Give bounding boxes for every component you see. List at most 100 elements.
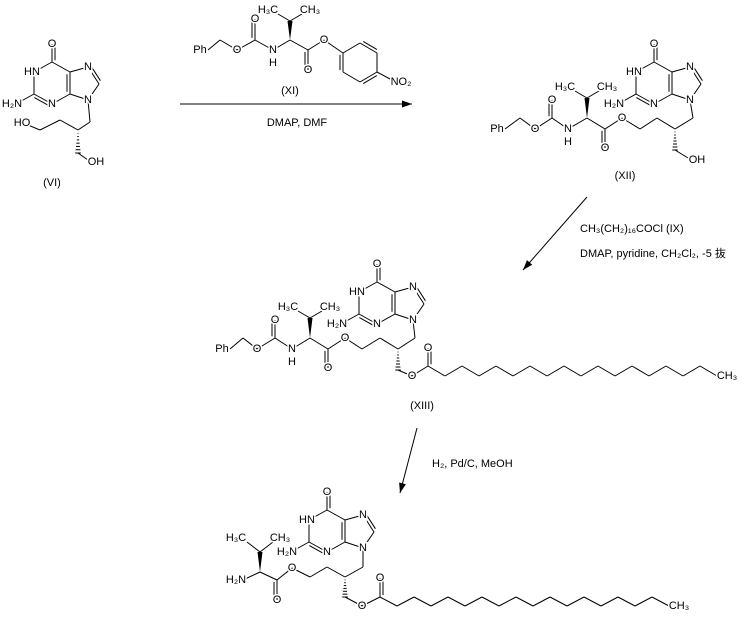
single-bond: [600, 596, 619, 607]
atom-label-o: O: [288, 562, 297, 574]
single-bond: [376, 313, 396, 325]
atom-label-o: O: [304, 64, 313, 76]
single-bond: [567, 117, 588, 130]
double-bond-line: [309, 545, 324, 555]
single-bond: [396, 596, 415, 607]
single-bond: [481, 596, 500, 607]
single-bond: [323, 39, 344, 54]
wedge-bond: [287, 21, 293, 40]
atom-label-n: N: [288, 343, 296, 355]
single-bond: [656, 117, 676, 130]
single-bond: [444, 365, 463, 377]
single-bond: [33, 93, 53, 105]
single-bond: [87, 66, 100, 85]
single-bond: [308, 541, 328, 553]
atom-label-h: H: [564, 136, 572, 148]
single-bond: [376, 71, 393, 81]
single-bond: [358, 313, 378, 325]
step3-conditions: H₂, Pd/C, MeOH: [432, 458, 513, 470]
single-bond: [242, 337, 258, 350]
single-bond: [478, 365, 497, 377]
single-bond: [551, 117, 569, 130]
single-bond: [532, 596, 551, 607]
single-bond: [671, 93, 691, 101]
atom-label-h3c: H₃C: [258, 4, 278, 16]
atom-label-o: O: [233, 44, 242, 56]
atom-label-n: N: [359, 542, 367, 554]
single-bond: [274, 337, 293, 350]
single-bond: [361, 337, 381, 350]
single-bond: [519, 117, 536, 130]
wedge-bond: [584, 98, 590, 118]
wedge-bond: [307, 318, 313, 338]
atom-label-ch3: CH₃: [300, 4, 320, 16]
atom-label-o: O: [271, 314, 280, 326]
single-bond: [651, 596, 670, 607]
compound-label-vi: (VI): [43, 177, 61, 189]
atom-label-h3c: H₃C: [555, 81, 575, 93]
single-bond: [326, 566, 346, 578]
single-bond: [326, 541, 346, 553]
atom-label-o: O: [531, 123, 540, 135]
single-bond: [617, 93, 637, 105]
single-bond: [504, 117, 521, 130]
wedge-bond: [257, 552, 263, 572]
atom-label-hn: HN: [299, 514, 315, 526]
atom-label-ch3: CH₃: [717, 370, 737, 382]
single-bond: [634, 596, 653, 607]
single-bond: [87, 83, 100, 101]
atom-label-o: O: [548, 94, 557, 106]
single-bond: [309, 337, 329, 350]
single-bond: [512, 365, 531, 377]
single-bond: [574, 90, 588, 99]
single-bond: [307, 39, 325, 51]
atom-label-n: N: [84, 94, 92, 106]
double-bond-line: [359, 317, 374, 327]
single-bond: [246, 541, 261, 553]
atom-label-n: N: [650, 98, 658, 110]
single-bond: [327, 337, 346, 350]
compound-label-xiii: (XIII): [410, 400, 434, 412]
single-bond: [207, 39, 221, 51]
atom-label-o: O: [48, 38, 57, 50]
single-bond: [447, 596, 466, 607]
atom-label-ch3: CH₃: [270, 532, 290, 544]
atom-label-ho: HO: [14, 117, 31, 129]
single-bond: [379, 596, 398, 607]
single-bond: [689, 83, 702, 101]
single-bond: [39, 119, 61, 131]
single-bond: [276, 567, 293, 581]
double-bond-line: [362, 40, 378, 50]
single-bond: [529, 365, 548, 377]
single-bond: [631, 365, 650, 377]
single-bond: [376, 281, 396, 293]
single-bond: [639, 117, 658, 130]
atom-label-h2n: H₂N: [226, 574, 246, 586]
single-bond: [344, 337, 363, 350]
single-bond: [464, 596, 483, 607]
atom-label-n: N: [48, 98, 56, 110]
single-bond: [51, 61, 71, 73]
single-bond: [412, 319, 416, 339]
atom-label-o: O: [251, 13, 260, 25]
atom-label-o: O: [601, 142, 610, 154]
single-bond: [259, 541, 274, 553]
atom-label-o: O: [373, 258, 382, 270]
atom-label-ch3: CH₃: [669, 600, 689, 612]
single-bond: [394, 286, 414, 293]
single-bond: [653, 61, 673, 73]
atom-label-o: O: [253, 343, 262, 355]
arrow-step3: [399, 482, 406, 493]
single-bond: [522, 196, 588, 271]
single-bond: [229, 337, 244, 350]
step2-conditions: DMAP, pyridine, CH₂Cl₂, -5 抜: [580, 246, 726, 260]
single-bond: [653, 93, 673, 105]
single-bond: [586, 117, 606, 130]
atom-label-o: O: [618, 112, 627, 124]
single-bond: [290, 541, 310, 553]
single-bond: [671, 66, 691, 73]
compound-label-xii: (XII): [615, 170, 636, 182]
atom-label-oh: OH: [88, 156, 105, 168]
